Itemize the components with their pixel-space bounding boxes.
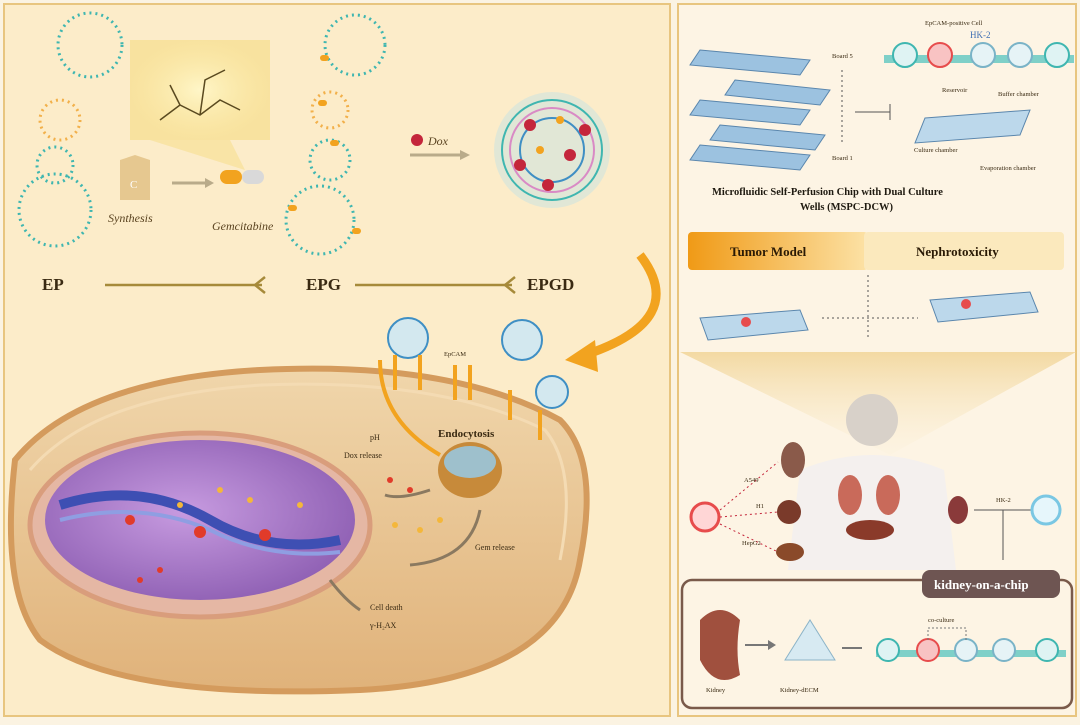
gemcitabine-capsule-icon	[220, 170, 264, 184]
cell-death-arrow	[328, 579, 361, 612]
nephro-chip	[929, 291, 1039, 323]
delivery-arrowhead	[565, 340, 598, 372]
decm-icon	[784, 619, 836, 661]
gem-capsules	[288, 55, 361, 234]
chip-title-line2: Wells (MSPC-DCW)	[800, 202, 894, 213]
kidney-icon	[948, 496, 968, 524]
culture-chamber-label: Culture chamber	[914, 147, 958, 154]
epg-label: EPG	[306, 275, 341, 294]
dox-label: Dox	[427, 134, 449, 148]
dox-arrowhead	[460, 150, 470, 160]
evaporation-chamber-label: Evaporation chamber	[980, 165, 1037, 172]
h1-label: H1	[756, 503, 764, 510]
nucleus	[27, 430, 373, 620]
stacked-boards	[689, 49, 831, 171]
nephro-chip-well	[961, 299, 971, 309]
delivery-arrow	[583, 252, 661, 360]
epgd-label: EPGD	[527, 275, 574, 294]
epg-polymer-chain	[284, 13, 387, 256]
reservoir-label: Reservoir	[942, 87, 968, 94]
synthesis-label: Synthesis	[108, 211, 153, 225]
hk2-dish-icon	[1030, 494, 1062, 526]
epg-to-ep-arrowhead	[252, 276, 266, 294]
tab-nephro-label: Nephrotoxicity	[916, 244, 999, 259]
synthesis-arrowhead	[205, 178, 214, 188]
a549-label: A549	[744, 477, 758, 484]
chip-title-line1: Microfluidic Self-Perfusion Chip with Du…	[712, 187, 943, 198]
gamma-h2ax-label: γ-H₂AX	[369, 621, 397, 630]
dox-dot-icon	[411, 134, 423, 146]
epcam-positive-label: EpCAM-positive Cell	[925, 20, 982, 27]
gem-release-label: Gem release	[475, 543, 515, 552]
epcam-receptors	[387, 317, 569, 440]
organ-icons	[776, 442, 805, 561]
dox-release-arrow	[384, 488, 431, 499]
board1-label: Board 1	[832, 155, 853, 162]
co-culture-label: co-culture	[928, 617, 954, 624]
top-wells-row	[884, 42, 1074, 68]
gemcitabine-label: Gemcitabine	[212, 219, 274, 233]
gem-release-arrow	[409, 509, 482, 567]
epgd-to-epg-arrowhead	[502, 276, 516, 294]
tab-tumor-model[interactable]	[688, 232, 868, 270]
synthesis-flask-icon: C	[120, 155, 150, 200]
hepg2-label: HepG2	[742, 540, 761, 547]
kidney-label: Kidney	[706, 687, 726, 694]
hk2-top-label: HK-2	[970, 30, 991, 40]
svg-text:C: C	[130, 179, 137, 191]
kidney-on-chip-badge	[922, 570, 1060, 598]
kidney-on-chip-box	[680, 578, 1074, 710]
buffer-chamber-label: Buffer chamber	[998, 91, 1040, 98]
epcam-label: EpCAM	[444, 351, 466, 358]
tab-tumor-label: Tumor Model	[730, 244, 807, 259]
ep-polymer-chain	[17, 11, 124, 248]
endocytosis-vesicle	[438, 442, 502, 498]
gemcitabine-molecule	[130, 40, 270, 170]
cell-death-label: Cell death	[370, 603, 403, 612]
ep-label: EP	[42, 275, 64, 294]
tumor-chip-well	[741, 317, 751, 327]
kidney-arrowhead	[768, 640, 776, 650]
tumor-chip	[699, 309, 809, 341]
uptake-arrow	[378, 359, 442, 457]
kidney-illustration	[700, 610, 740, 680]
bottom-wells-row	[876, 638, 1066, 662]
co-culture-bracket	[927, 627, 967, 640]
drug-dots	[125, 477, 443, 583]
tumor-dish-icon	[689, 501, 721, 533]
kidney-on-chip-label: kidney-on-a-chip	[934, 577, 1029, 592]
endocytosis-label: Endocytosis	[438, 428, 495, 440]
board5-label: Board 5	[832, 53, 853, 60]
epgd-nanoparticle	[494, 92, 610, 208]
human-figure	[788, 394, 956, 570]
tab-nephrotoxicity[interactable]	[864, 232, 1064, 270]
hepg2-line	[719, 523, 779, 553]
hk2-mid-label: HK-2	[996, 497, 1011, 504]
assembled-chip	[914, 109, 1031, 144]
dox-release-label: Dox release	[344, 451, 382, 460]
ph-label: pH	[370, 433, 380, 442]
kidney-decm-label: Kidney-dECM	[780, 687, 819, 694]
